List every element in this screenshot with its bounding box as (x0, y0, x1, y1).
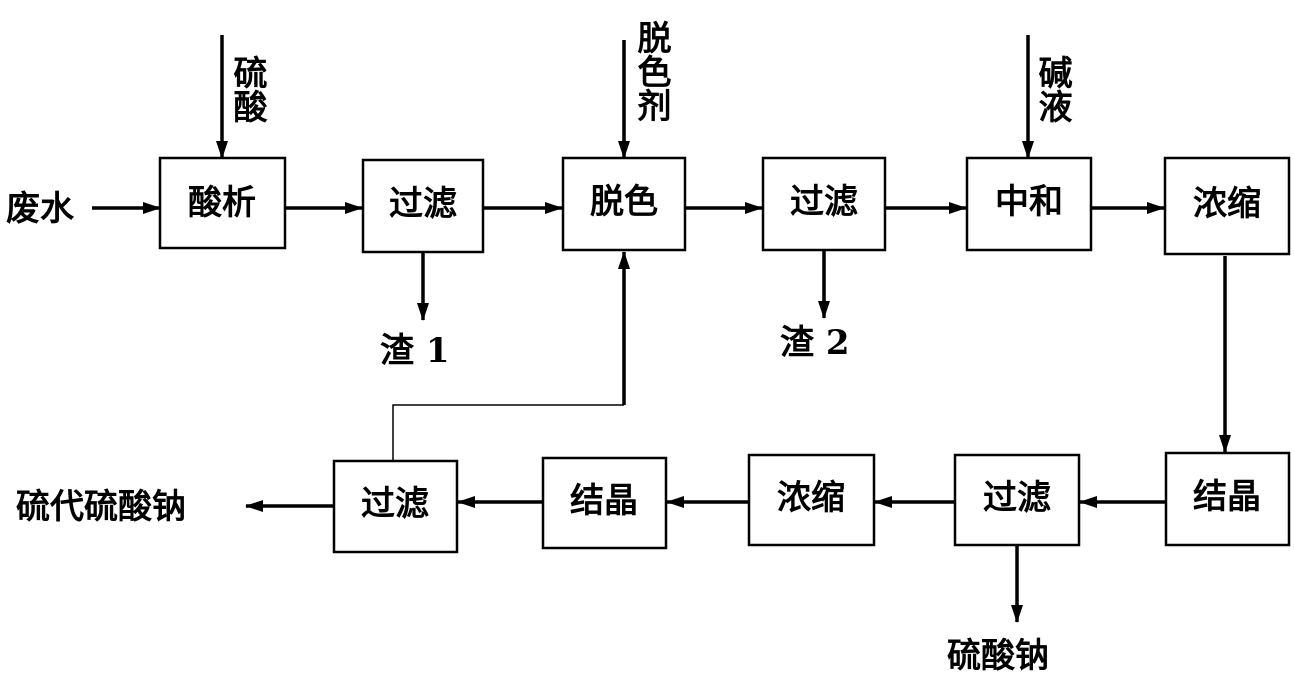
node-neutralize-label: 中和 (995, 182, 1063, 222)
node-filter4-label: 过滤 (361, 484, 429, 524)
node-neutralize: 中和 (965, 156, 1093, 252)
label-alkali: 碱液 (1032, 55, 1072, 123)
node-acidify-label: 酸析 (188, 183, 256, 223)
node-filter4: 过滤 (332, 459, 459, 554)
node-filter2-label: 过滤 (790, 182, 858, 222)
label-wastewater: 废水 (6, 189, 75, 229)
node-crystallize2: 结晶 (541, 456, 668, 550)
node-filter3-label: 过滤 (983, 478, 1051, 518)
node-filter2: 过滤 (761, 156, 887, 252)
node-filter1: 过滤 (361, 158, 485, 254)
label-sodium-sulfate: 硫酸钠 (947, 636, 1049, 676)
node-crystallize1: 结晶 (1164, 451, 1291, 547)
node-decolor: 脱色 (561, 156, 687, 252)
node-decolor-label: 脱色 (590, 182, 658, 222)
label-residue1: 渣 1 (380, 331, 450, 371)
node-concentrate2-label: 浓缩 (777, 478, 845, 518)
label-decolorant: 脱色剂 (631, 20, 671, 122)
node-filter1-label: 过滤 (389, 184, 457, 224)
label-sulfuric-acid: 硫酸 (227, 55, 267, 123)
node-filter3: 过滤 (953, 453, 1081, 547)
node-concentrate2: 浓缩 (747, 453, 876, 547)
label-residue2: 渣 2 (780, 323, 850, 363)
node-concentrate1: 浓缩 (1163, 156, 1291, 256)
label-sodium-thiosulfate: 硫代硫酸钠 (16, 487, 186, 527)
node-crystallize2-label: 结晶 (570, 481, 638, 521)
edges (92, 35, 1231, 623)
node-acidify: 酸析 (158, 156, 287, 250)
node-concentrate1-label: 浓缩 (1193, 184, 1261, 224)
edge-filter4-recycle-line (392, 404, 624, 460)
node-crystallize1-label: 结晶 (1193, 477, 1261, 517)
